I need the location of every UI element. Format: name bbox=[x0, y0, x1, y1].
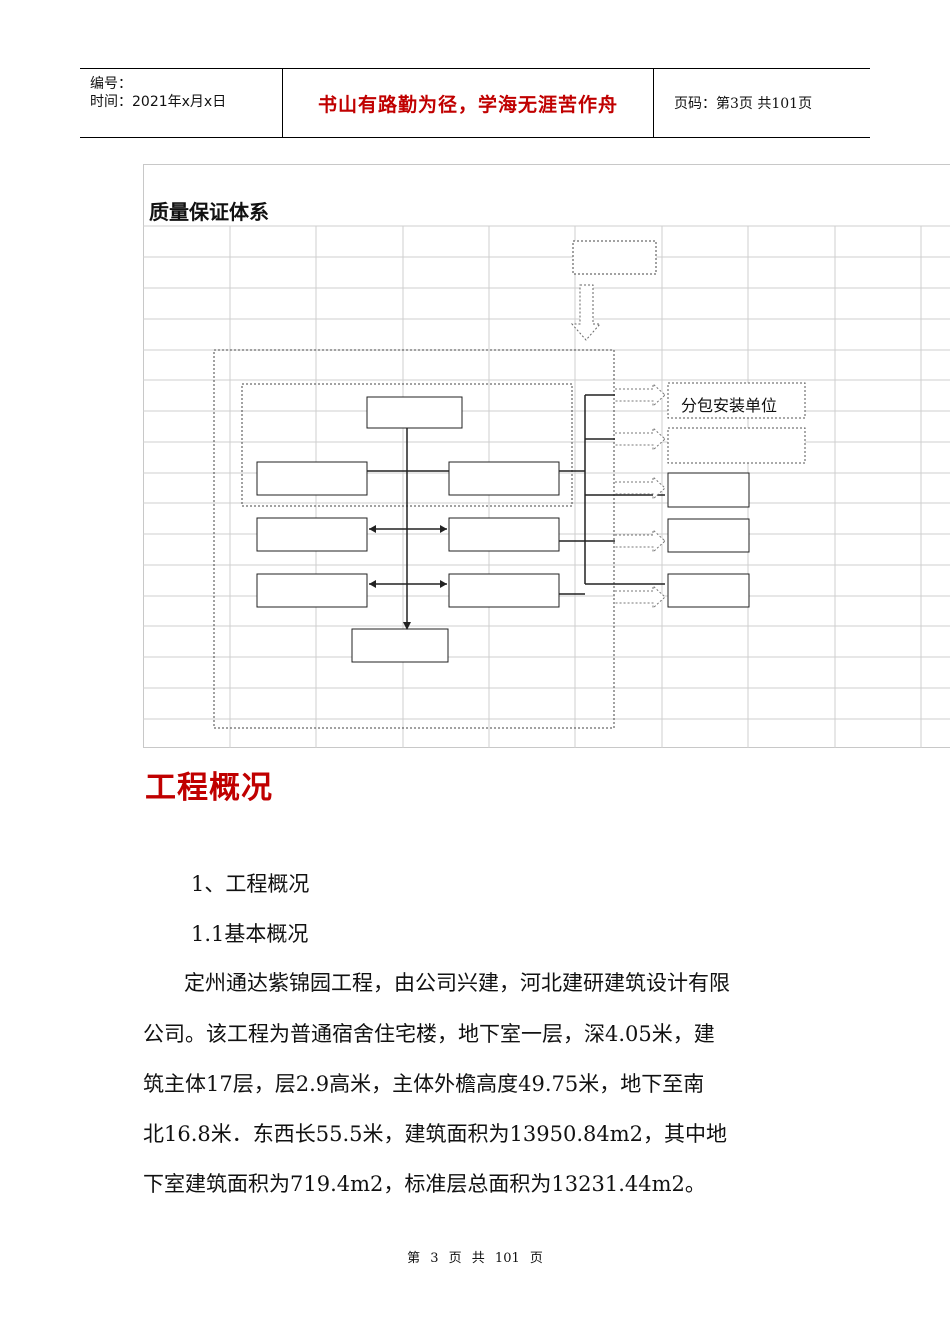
page-info-text: 页码：第3页 共101页 bbox=[674, 96, 813, 112]
page-footer: 第 3 页 共 101 页 bbox=[407, 1251, 543, 1266]
diagram-title: 质量保证体系 bbox=[149, 200, 269, 224]
paragraph-line-4: 北16.8米．东西长55.5米，建筑面积为13950.84m2，其中地 bbox=[143, 1122, 727, 1146]
diagram-graphics bbox=[143, 164, 950, 748]
subcontract-install-box-label: 分包安装单位 bbox=[681, 396, 778, 415]
quality-system-diagram: 质量保证体系 分包安装单位 bbox=[143, 164, 950, 748]
paragraph-line-3: 筑主体17层，层2.9高米，主体外檐高度49.75米，地下至南 bbox=[143, 1072, 705, 1096]
paragraph-line-2: 公司。该工程为普通宿舍住宅楼，地下室一层，深4.05米，建 bbox=[143, 1022, 715, 1046]
header-page-info: 页码：第3页 共101页 bbox=[664, 69, 870, 137]
header-meta-cell: 编号： 时间：2021年x月x日 bbox=[80, 69, 283, 137]
paragraph-line-1: 定州通达紫锦园工程，由公司兴建，河北建研建筑设计有限 bbox=[184, 971, 730, 995]
section-heading: 工程概况 bbox=[145, 770, 273, 806]
subheading-2: 1.1基本概况 bbox=[191, 922, 309, 946]
time-label: 时间：2021年x月x日 bbox=[90, 94, 227, 110]
header-motto: 书山有路勤为径，学海无涯苦作舟 bbox=[283, 69, 654, 137]
subheading-1: 1、工程概况 bbox=[191, 872, 310, 896]
paragraph-line-5: 下室建筑面积为719.4m2，标准层总面积为13231.44m2。 bbox=[143, 1172, 706, 1196]
document-header: 编号： 时间：2021年x月x日 书山有路勤为径，学海无涯苦作舟 页码：第3页 … bbox=[80, 68, 870, 138]
number-label: 编号： bbox=[90, 76, 132, 92]
